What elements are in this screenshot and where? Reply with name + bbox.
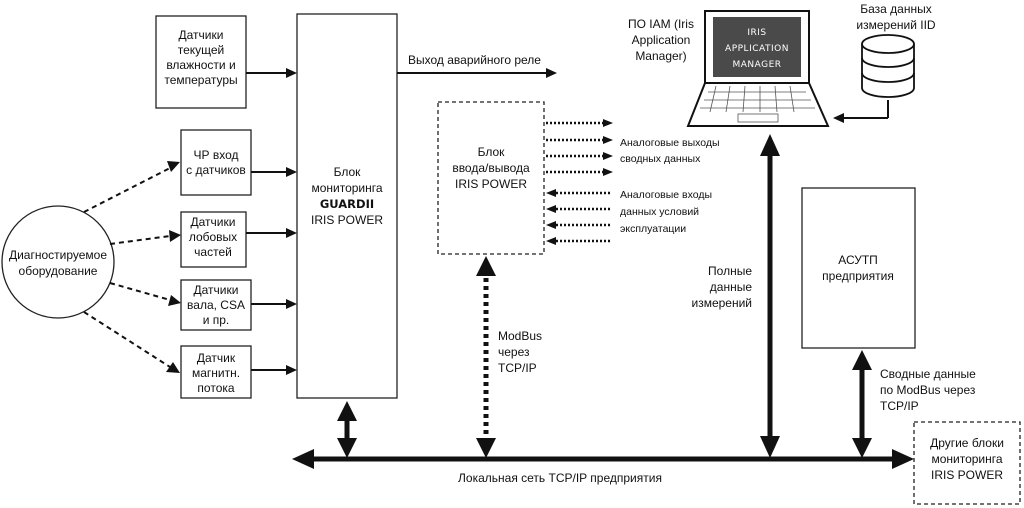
io-line-3: IRIS POWER <box>455 177 527 191</box>
io-line-1: Блок <box>478 145 506 159</box>
io-block: Блок ввода/вывода IRIS POWER <box>437 101 545 255</box>
humidity-sensor-line-2: текущей <box>178 43 225 57</box>
shaft-sensor-line-3: и пр. <box>203 313 230 327</box>
screen-line-3: MANAGER <box>732 60 781 70</box>
laptop-database-link <box>833 100 889 123</box>
diagnosed-equipment-circle: Диагностируемое оборудование <box>1 205 115 319</box>
relay-label: Выход аварийного реле <box>408 53 541 67</box>
guard-line-4: IRIS POWER <box>311 213 383 227</box>
pd-sensor-line-2: с датчиков <box>186 163 246 177</box>
lan-label: Локальная сеть TCP/IP предприятия <box>458 471 662 485</box>
database-line-2: измерений IID <box>856 18 936 32</box>
database-label: База данных измерений IID <box>856 2 936 32</box>
scada-box: АСУТП предприятия <box>801 187 916 349</box>
guard-line-3: GUARDII <box>320 197 374 211</box>
equipment-line-1: Диагностируемое <box>9 248 107 262</box>
shaft-sensor-line-1: Датчики <box>194 283 239 297</box>
analog-input-arrows <box>546 189 612 245</box>
flux-sensor-line-1: Датчик <box>197 351 236 365</box>
modbus-line-2: через <box>498 345 530 359</box>
scada-lan-link: Сводные данные по ModBus через TCP/IP <box>852 350 976 458</box>
other-units-box: Другие блоки мониторинга IRIS POWER <box>913 421 1021 505</box>
database-icon <box>861 34 915 98</box>
scada-line-2: предприятия <box>822 269 894 283</box>
alarm-relay-output: Выход аварийного реле <box>397 53 557 78</box>
endwinding-sensor-line-1: Датчики <box>191 215 236 229</box>
sensor-to-guard-arrows <box>246 68 297 375</box>
iam-line-1: ПО IAM (Iris <box>628 17 694 31</box>
analog-output-arrows <box>546 119 613 176</box>
guard-line-1: Блок <box>334 165 362 179</box>
guardii-monitoring-unit: Блок мониторинга GUARDII IRIS POWER <box>296 13 398 399</box>
modbus-link: ModBus через TCP/IP <box>476 256 542 458</box>
summary-line-2: по ModBus через <box>880 383 976 397</box>
lan-bus: Локальная сеть TCP/IP предприятия <box>292 449 914 485</box>
database-line-1: База данных <box>860 2 931 16</box>
iam-line-3: Manager) <box>635 49 686 63</box>
screen-line-2: APPLICATION <box>725 44 789 54</box>
analog-out-line-2: сводных данных <box>620 153 701 165</box>
equipment-to-sensor-arrows <box>83 161 181 373</box>
analog-in-line-2: данных условий <box>620 206 699 218</box>
other-units-line-3: IRIS POWER <box>931 468 1003 482</box>
other-units-line-1: Другие блоки <box>930 436 1004 450</box>
iam-line-2: Application <box>632 33 691 47</box>
humidity-sensor-line-1: Датчики <box>179 28 224 42</box>
endwinding-sensors-box: Датчики лобовых частей <box>180 211 247 268</box>
full-data-line-1: Полные <box>708 264 752 278</box>
flux-sensor-box: Датчик магнитн. потока <box>180 345 252 399</box>
summary-line-3: TCP/IP <box>880 399 919 413</box>
humidity-temperature-sensors-box: Датчики текущей влажности и температуры <box>155 15 247 109</box>
full-data-line-3: измерений <box>691 296 752 310</box>
laptop-icon: IRIS APPLICATION MANAGER <box>686 10 830 127</box>
guard-lan-link <box>337 401 357 458</box>
full-data-line-2: данные <box>710 280 753 294</box>
pd-input-sensors-box: ЧР вход с датчиков <box>180 129 252 196</box>
humidity-sensor-line-3: влажности и <box>166 58 235 72</box>
equipment-line-2: оборудование <box>19 264 98 278</box>
other-units-line-2: мониторинга <box>931 452 1002 466</box>
flux-sensor-line-2: магнитн. <box>192 366 240 380</box>
screen-line-1: IRIS <box>747 28 766 38</box>
io-line-2: ввода/вывода <box>452 161 530 175</box>
endwinding-sensor-line-3: частей <box>194 245 232 259</box>
full-data-link: Полные данные измерений <box>691 134 780 458</box>
analog-out-line-1: Аналоговые выходы <box>620 137 720 149</box>
analog-in-line-1: Аналоговые входы <box>620 189 712 201</box>
flux-sensor-line-3: потока <box>197 381 234 395</box>
humidity-sensor-line-4: температуры <box>164 73 237 87</box>
analog-in-line-3: эксплуатации <box>620 223 686 235</box>
guard-line-2: мониторинга <box>311 181 382 195</box>
scada-line-1: АСУТП <box>838 253 878 267</box>
pd-sensor-line-1: ЧР вход <box>194 148 239 162</box>
iam-label: ПО IAM (Iris Application Manager) <box>628 17 694 63</box>
summary-line-1: Сводные данные <box>880 367 976 381</box>
modbus-line-3: TCP/IP <box>498 361 537 375</box>
shaft-sensor-line-2: вала, CSA <box>187 298 245 312</box>
modbus-line-1: ModBus <box>498 329 542 343</box>
endwinding-sensor-line-2: лобовых <box>189 230 237 244</box>
shaft-sensors-box: Датчики вала, CSA и пр. <box>180 279 252 331</box>
